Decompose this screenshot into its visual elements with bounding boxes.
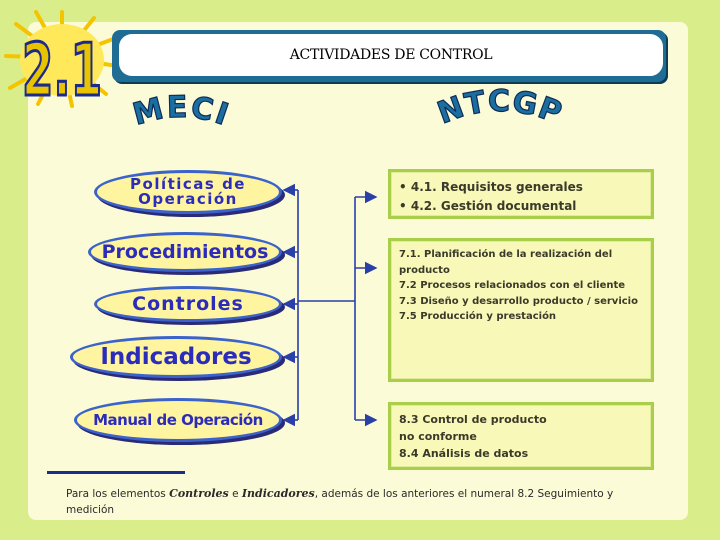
section-badge: 2.1	[2, 8, 122, 114]
box-requisitos: • 4.1. Requisitos generales • 4.2. Gesti…	[388, 169, 654, 219]
footnote-indicadores: Indicadores	[241, 487, 315, 500]
box-control-producto: 8.3 Control de producto no conforme 8.4 …	[388, 402, 654, 470]
badge-text: 2.1	[22, 29, 102, 108]
title-box: ACTIVIDADES DE CONTROL	[118, 33, 664, 77]
oval-procedimientos: Procedimientos	[88, 232, 282, 272]
oval-controles: Controles	[94, 286, 282, 322]
page-title: ACTIVIDADES DE CONTROL	[289, 47, 493, 63]
oval-politicas-line2: Operación	[138, 190, 238, 208]
oval-manual-label: Manual de Operación	[93, 410, 263, 429]
footnote-post: , además de los anteriores el numeral 8.…	[66, 488, 614, 516]
ntcgp-label: NTCGP	[410, 83, 590, 142]
ntcgp-text: NTCGP	[432, 83, 566, 132]
box-realizacion: 7.1. Planificación de la realización del…	[388, 238, 654, 382]
footnote-pre: Para los elementos	[66, 488, 170, 500]
sunburst-badge-icon: 2.1	[4, 10, 120, 114]
oval-politicas-line1: Políticas de	[130, 175, 246, 193]
oval-indicadores-label: Indicadores	[100, 343, 252, 370]
oval-controles-label: Controles	[132, 292, 244, 315]
oval-procedimientos-label: Procedimientos	[101, 240, 269, 263]
meci-label: MECI	[96, 89, 266, 148]
footnote-mid: e	[228, 488, 242, 500]
footnote-rule	[47, 471, 185, 474]
oval-politicas: Políticas de Operación	[94, 170, 282, 214]
footnote-controles: Controles	[169, 487, 229, 500]
svg-text:NTCGP: NTCGP	[433, 84, 567, 131]
oval-manual: Manual de Operación	[74, 398, 282, 442]
oval-indicadores: Indicadores	[70, 336, 282, 378]
footnote: Para los elementos Controles e Indicador…	[66, 486, 656, 518]
